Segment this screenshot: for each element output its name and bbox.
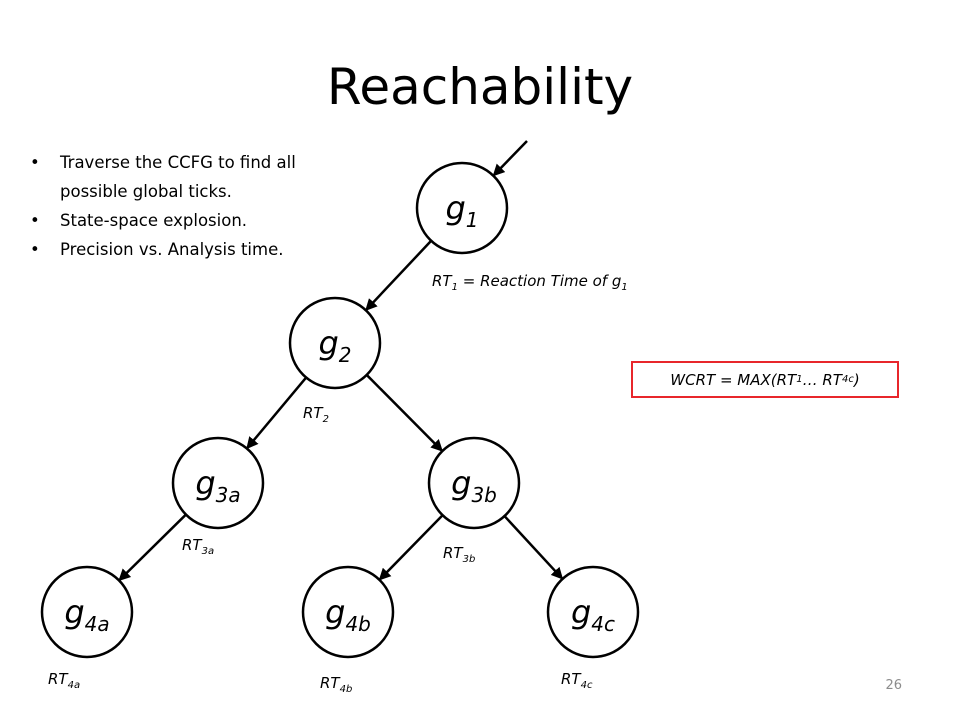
node-g3b: g3b (427, 436, 521, 530)
node-label: g3b (451, 464, 497, 507)
node-circle (546, 565, 640, 659)
reaction-time-label-rt3a: RT3a (182, 536, 214, 557)
node-g3a: g3a (171, 436, 265, 530)
node-label: g4b (325, 593, 371, 636)
reaction-time-label-rt4a: RT4a (48, 670, 80, 691)
node-label: g3a (195, 464, 240, 507)
bullet-text: State-space explosion. (60, 211, 248, 230)
edge-entry-to-g1 (492, 140, 528, 177)
node-g4b: g4b (301, 565, 395, 659)
reaction-time-label-rt4c: RT4c (561, 670, 593, 691)
nodes-layer: g1 g2 g3a g3b g4a g4b g4c (40, 161, 640, 659)
formula-prefix: WCRT = MAX(RT (670, 370, 797, 389)
node-label: g4c (571, 593, 615, 636)
node-circle (301, 565, 395, 659)
node-circle (427, 436, 521, 530)
edge-g1-to-g2 (365, 239, 433, 311)
node-circle (40, 565, 134, 659)
node-g1: g1 (415, 161, 509, 255)
node-g4a: g4a (40, 565, 134, 659)
formula-sub2: 4c (841, 374, 854, 385)
edge-g3b-to-g4b (378, 514, 444, 581)
node-circle (415, 161, 509, 255)
edge-g2-to-g3b (365, 374, 443, 452)
reaction-time-label-rt3b: RT3b (443, 544, 475, 565)
edge-g3b-to-g4c (503, 515, 564, 580)
edges-layer (118, 140, 564, 582)
node-label: g1 (445, 189, 478, 232)
node-circle (288, 296, 382, 390)
bullet-item: Traverse the CCFG to find all possible g… (30, 148, 340, 206)
node-g2: g2 (288, 296, 382, 390)
node-label: g4a (64, 593, 109, 636)
edge-g3a-to-g4a (118, 513, 187, 582)
bullet-item: Precision vs. Analysis time. (30, 235, 340, 264)
reaction-time-label-rt1: RT1 = Reaction Time of g1 (432, 272, 628, 293)
node-g4c: g4c (546, 565, 640, 659)
node-label: g2 (318, 324, 351, 367)
bullet-text: Traverse the CCFG to find all possible g… (60, 153, 296, 201)
reaction-time-label-rt2: RT2 (303, 404, 329, 425)
node-circle (171, 436, 265, 530)
page-number: 26 (885, 678, 902, 693)
slide-title: Reachability (326, 58, 634, 116)
reaction-time-label-rt4b: RT4b (320, 674, 352, 695)
bullet-list: Traverse the CCFG to find all possible g… (30, 148, 340, 264)
edge-g2-to-g3a (246, 376, 308, 450)
bullet-text: Precision vs. Analysis time. (60, 240, 284, 259)
bullet-item: State-space explosion. (30, 206, 340, 235)
formula-suffix: ) (853, 370, 860, 389)
formula-mid: … RT (802, 370, 842, 389)
formula-sub1: 1 (796, 374, 803, 385)
